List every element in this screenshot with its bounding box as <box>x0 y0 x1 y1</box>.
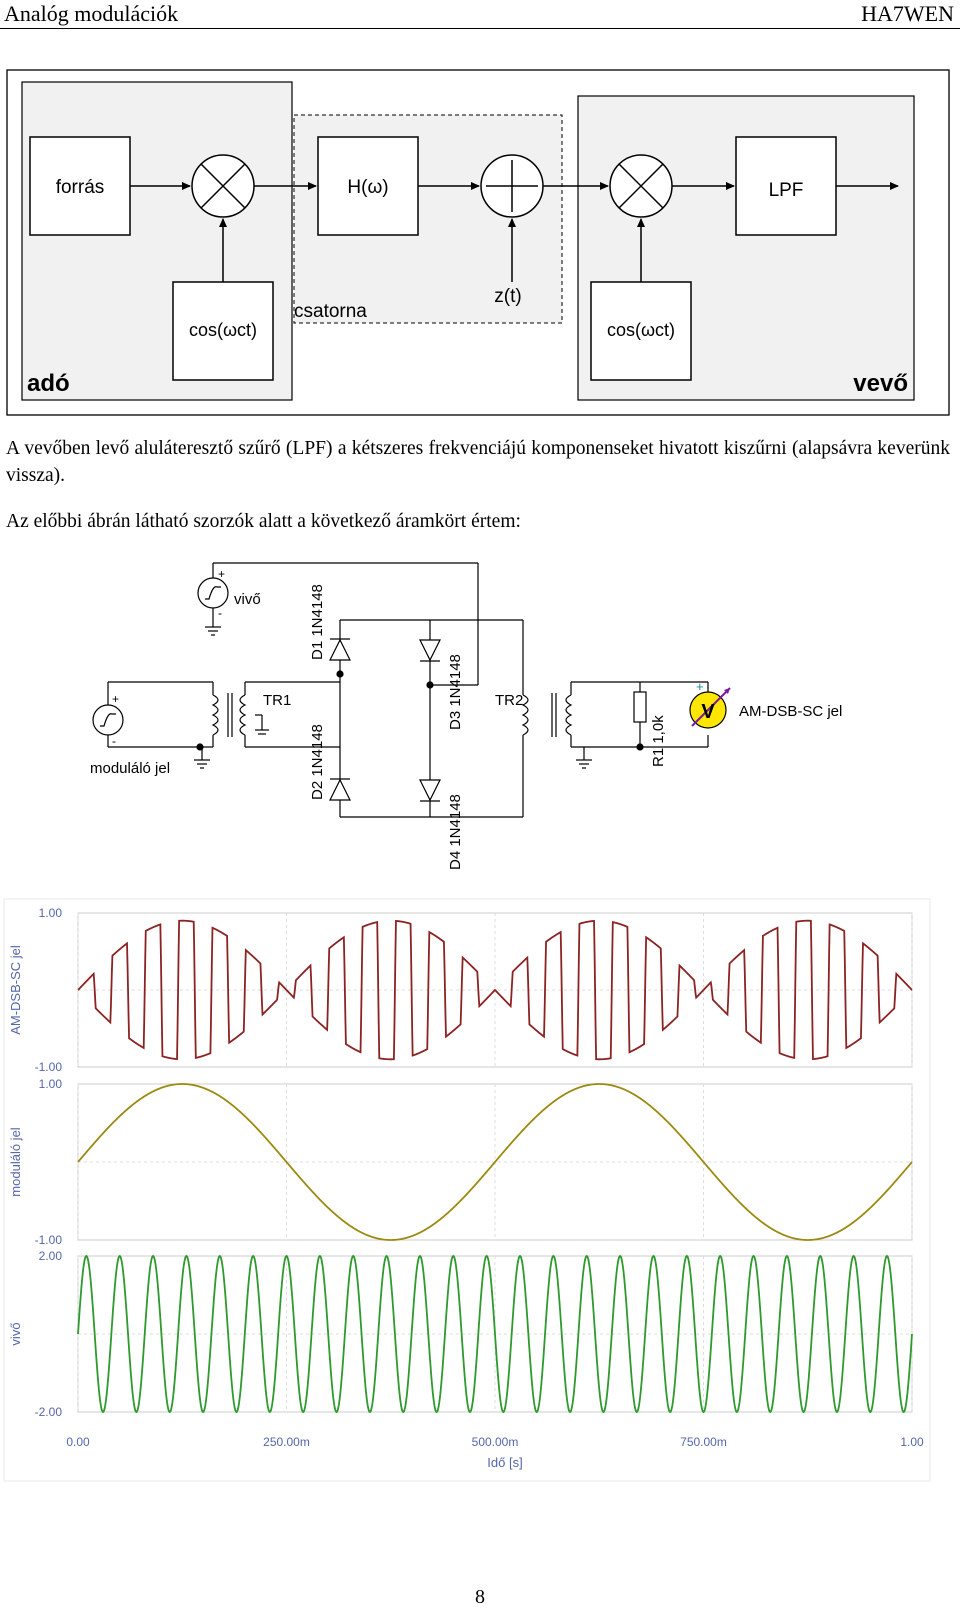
multiplier-tx-icon <box>191 154 255 218</box>
header-author: HA7WEN <box>861 1 954 26</box>
tr2-label: TR2 <box>495 692 523 709</box>
page-number: 8 <box>475 1586 485 1608</box>
carrier-source-icon <box>197 577 229 609</box>
channel-filter-block <box>317 136 419 236</box>
multiplier-rx-icon <box>609 154 673 218</box>
x-tick-label: 0.00 <box>66 1435 90 1449</box>
carrier-source-label: vivő <box>234 591 261 608</box>
waveform-line <box>77 1254 913 1414</box>
waveform-line <box>77 919 913 1061</box>
block-diagram: forrás H(ω) LPF cos(ωct) cos(ωct) z(t) c… <box>6 69 950 416</box>
diode-d4-icon <box>419 779 441 802</box>
y-tick-label: -1.00 <box>35 1233 63 1247</box>
carrier-tx-label: cos(ωct) <box>189 320 257 340</box>
x-tick-label: 250.00m <box>263 1435 310 1449</box>
transmitter-label: adó <box>27 370 70 397</box>
mod-plus-sign: + <box>112 692 119 706</box>
x-axis-label: Idő [s] <box>487 1455 522 1470</box>
lpf-label: LPF <box>769 180 804 201</box>
voltmeter-icon <box>689 687 731 729</box>
tr1-transformer <box>211 693 247 737</box>
d4-label: D4 1N4148 <box>447 794 464 870</box>
paragraph-lpf: A vevőben levő aluláteresztő szűrő (LPF)… <box>6 438 950 486</box>
diode-d1-icon <box>329 638 351 661</box>
oscilloscope-chart: 1.00 -1.00 AM-DSB-SC jel 1.00 -1.00 moduláló … <box>3 898 931 1482</box>
d2-label: D2 1N4148 <box>309 724 326 800</box>
carrier-tx-block <box>172 281 274 381</box>
carrier-plus-sign: + <box>218 567 225 581</box>
tr1-label: TR1 <box>263 692 291 709</box>
channel-filter-label: H(ω) <box>347 177 388 198</box>
resistor-icon <box>633 691 647 723</box>
channel-label: csatorna <box>294 301 367 322</box>
adder-icon <box>480 154 544 218</box>
source-block <box>29 136 131 236</box>
lpf-block <box>735 136 837 236</box>
mod-minus-sign: - <box>112 734 116 748</box>
diode-d2-icon <box>329 778 351 801</box>
d1-label: D1 1N4148 <box>309 584 326 660</box>
output-label: AM-DSB-SC jel <box>739 703 842 720</box>
y-axis-label: AM-DSB-SC jel <box>8 945 23 1035</box>
carrier-minus-sign: - <box>218 606 222 620</box>
paragraph-circuit-intro: Az előbbi ábrán látható szorzók alatt a … <box>6 511 521 532</box>
carrier-rx-block <box>590 281 692 381</box>
tr2-transformer <box>521 693 573 737</box>
y-tick-label: 1.00 <box>39 906 63 920</box>
y-tick-label: 2.00 <box>39 1249 63 1263</box>
mod-source-icon <box>92 704 124 736</box>
resistor-label: R1 1,0k <box>650 715 667 767</box>
carrier-rx-label: cos(ωct) <box>607 320 675 340</box>
meter-label: V <box>701 701 715 723</box>
y-tick-label: -2.00 <box>35 1405 63 1419</box>
d3-label: D3 1N4148 <box>447 654 464 730</box>
y-tick-label: -1.00 <box>35 1060 63 1074</box>
x-tick-label: 1.00 <box>900 1435 924 1449</box>
receiver-label: vevő <box>853 370 908 397</box>
diode-d3-icon <box>419 639 441 662</box>
y-axis-label: vivő <box>8 1322 23 1345</box>
waveform-line <box>77 1083 913 1241</box>
mod-source-label: moduláló jel <box>90 760 170 777</box>
noise-label: z(t) <box>494 286 521 307</box>
y-axis-label: moduláló jel <box>8 1127 23 1196</box>
y-tick-label: 1.00 <box>39 1077 63 1091</box>
source-label: forrás <box>56 177 105 198</box>
header-title: Analóg modulációk <box>4 1 179 26</box>
x-tick-label: 500.00m <box>472 1435 519 1449</box>
page-header: Analóg modulációk HA7WEN <box>0 0 960 29</box>
x-tick-label: 750.00m <box>680 1435 727 1449</box>
circuit-schematic: V + + - + - vivő moduláló jel TR1 TR2 D1… <box>90 562 842 870</box>
meter-plus-sign: + <box>696 679 704 694</box>
